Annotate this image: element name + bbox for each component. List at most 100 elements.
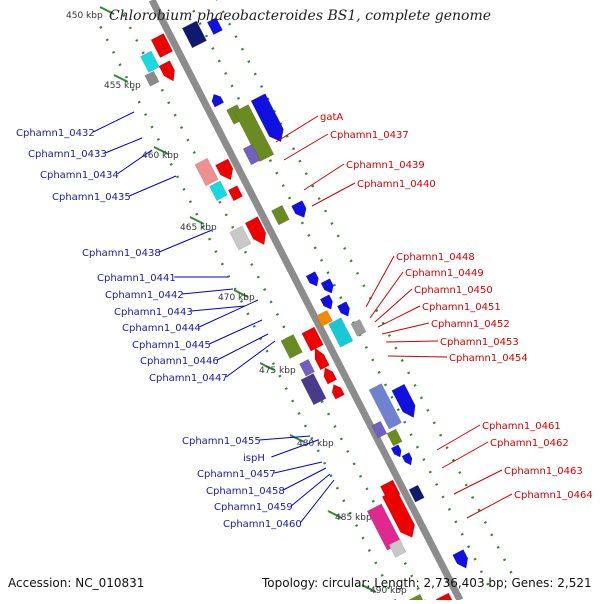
tick-mark xyxy=(99,6,115,15)
left-gene-label: Cphamn1_0455 xyxy=(182,436,261,447)
left-gene-leader xyxy=(129,175,177,197)
gene-glyph-shape xyxy=(233,104,275,162)
right-gene-label: gatA xyxy=(320,112,343,123)
gene-glyph-shape xyxy=(209,180,228,201)
left-gene-label: Cphamn1_0460 xyxy=(223,519,302,530)
right-gene-leader xyxy=(436,424,481,451)
right-gene-label: Cphamn1_0452 xyxy=(431,319,510,330)
gene-glyph xyxy=(386,428,403,447)
right-gene-label: Cphamn1_0440 xyxy=(357,179,436,190)
tick-label: 470 kbp xyxy=(218,293,255,303)
gene-glyph-shape xyxy=(181,20,207,49)
left-gene-label: Cphamn1_0445 xyxy=(132,340,211,351)
right-gene-label: Cphamn1_0451 xyxy=(422,302,501,313)
gene-glyph xyxy=(227,185,243,202)
gene-glyph xyxy=(158,60,175,82)
gene-glyph-shape xyxy=(291,200,307,218)
right-gene-leader xyxy=(466,493,513,519)
right-gene-leader xyxy=(377,305,421,328)
gene-glyph xyxy=(366,503,402,551)
left-gene-leader xyxy=(116,149,153,175)
right-gene-leader xyxy=(303,163,345,191)
right-gene-label: Cphamn1_0463 xyxy=(504,466,583,477)
gene-glyph xyxy=(211,93,225,108)
gene-glyph xyxy=(150,33,174,58)
gene-glyph xyxy=(181,20,207,49)
gene-glyph-shape xyxy=(390,444,402,458)
gene-glyph xyxy=(242,143,261,166)
gene-glyph xyxy=(371,420,388,439)
left-gene-label: Cphamn1_0442 xyxy=(105,290,184,301)
gene-glyph xyxy=(401,452,413,466)
track-guide-line xyxy=(122,14,428,604)
left-gene-leader xyxy=(159,229,213,253)
gene-glyph xyxy=(271,204,290,226)
genome-summary-text: Topology: circular; Length: 2,736,403 bp… xyxy=(262,576,592,590)
left-gene-label: Cphamn1_0434 xyxy=(40,170,119,181)
left-gene-leader xyxy=(198,299,259,328)
right-gene-label: Cphamn1_0437 xyxy=(330,130,409,141)
gene-glyph-shape xyxy=(452,549,469,569)
gene-glyph-shape xyxy=(336,301,350,317)
left-gene-label: Cphamn1_0444 xyxy=(122,323,201,334)
gene-glyph xyxy=(250,93,284,143)
left-gene-label: Cphamn1_0459 xyxy=(214,502,293,513)
gene-glyph xyxy=(233,104,275,162)
gene-glyph xyxy=(140,50,160,73)
gene-glyph-shape xyxy=(250,93,284,143)
left-gene-leader xyxy=(105,137,143,154)
right-gene-leader xyxy=(441,441,489,469)
gene-glyph xyxy=(215,158,234,181)
tick-mark xyxy=(189,216,205,225)
tick-label: 475 kbp xyxy=(259,366,296,376)
left-gene-label: Cphamn1_0441 xyxy=(97,273,176,284)
right-gene-label: Cphamn1_0448 xyxy=(396,252,475,263)
right-gene-leader xyxy=(365,255,395,308)
map-title: Chlorobium phaeobacteroides BS1, complet… xyxy=(108,8,492,24)
gene-glyph-shape xyxy=(158,60,175,82)
right-gene-label: Cphamn1_0462 xyxy=(490,438,569,449)
gene-glyph xyxy=(328,317,354,348)
left-gene-label: Cphamn1_0438 xyxy=(82,248,161,259)
gene-glyph-shape xyxy=(215,158,234,181)
left-gene-leader xyxy=(92,111,135,133)
gene-glyph xyxy=(368,383,402,430)
gene-glyph xyxy=(316,309,333,327)
left-gene-leader xyxy=(274,461,323,474)
gene-glyph-shape xyxy=(319,294,333,310)
gene-glyph xyxy=(291,200,307,218)
tick-label: 490 kbp xyxy=(370,586,407,596)
gene-glyph xyxy=(407,593,429,604)
track-guide-line xyxy=(215,0,513,575)
tick-mark xyxy=(113,74,129,83)
track-guide-line xyxy=(99,25,399,604)
right-gene-leader xyxy=(387,355,448,358)
tick-label: 450 kbp xyxy=(66,11,103,21)
gene-glyph xyxy=(390,444,402,458)
gene-glyph-shape xyxy=(331,384,345,400)
tick-mark xyxy=(233,289,249,298)
left-gene-leader xyxy=(259,435,311,441)
gene-glyph xyxy=(206,17,223,36)
gene-glyph xyxy=(350,319,367,337)
gene-glyph xyxy=(319,294,333,310)
gene-glyph-shape xyxy=(227,185,243,202)
left-gene-label: Cphamn1_0433 xyxy=(28,149,107,160)
gene-glyph-shape xyxy=(328,317,354,348)
gene-glyph xyxy=(244,216,267,246)
gene-glyph xyxy=(144,70,160,87)
tick-mark xyxy=(289,434,305,443)
right-gene-label: Cphamn1_0453 xyxy=(440,337,519,348)
gene-glyph xyxy=(299,358,316,377)
gene-glyph-shape xyxy=(194,157,219,187)
right-gene-label: Cphamn1_0439 xyxy=(346,160,425,171)
left-gene-leader xyxy=(282,467,327,491)
gene-glyph-shape xyxy=(366,503,402,551)
left-gene-leader xyxy=(271,439,319,458)
tick-label: 480 kbp xyxy=(297,439,334,449)
gene-glyph-shape xyxy=(244,216,267,246)
left-gene-label: ispH xyxy=(243,453,265,464)
gene-glyph-shape xyxy=(371,420,388,439)
gene-glyph-shape xyxy=(320,278,334,294)
